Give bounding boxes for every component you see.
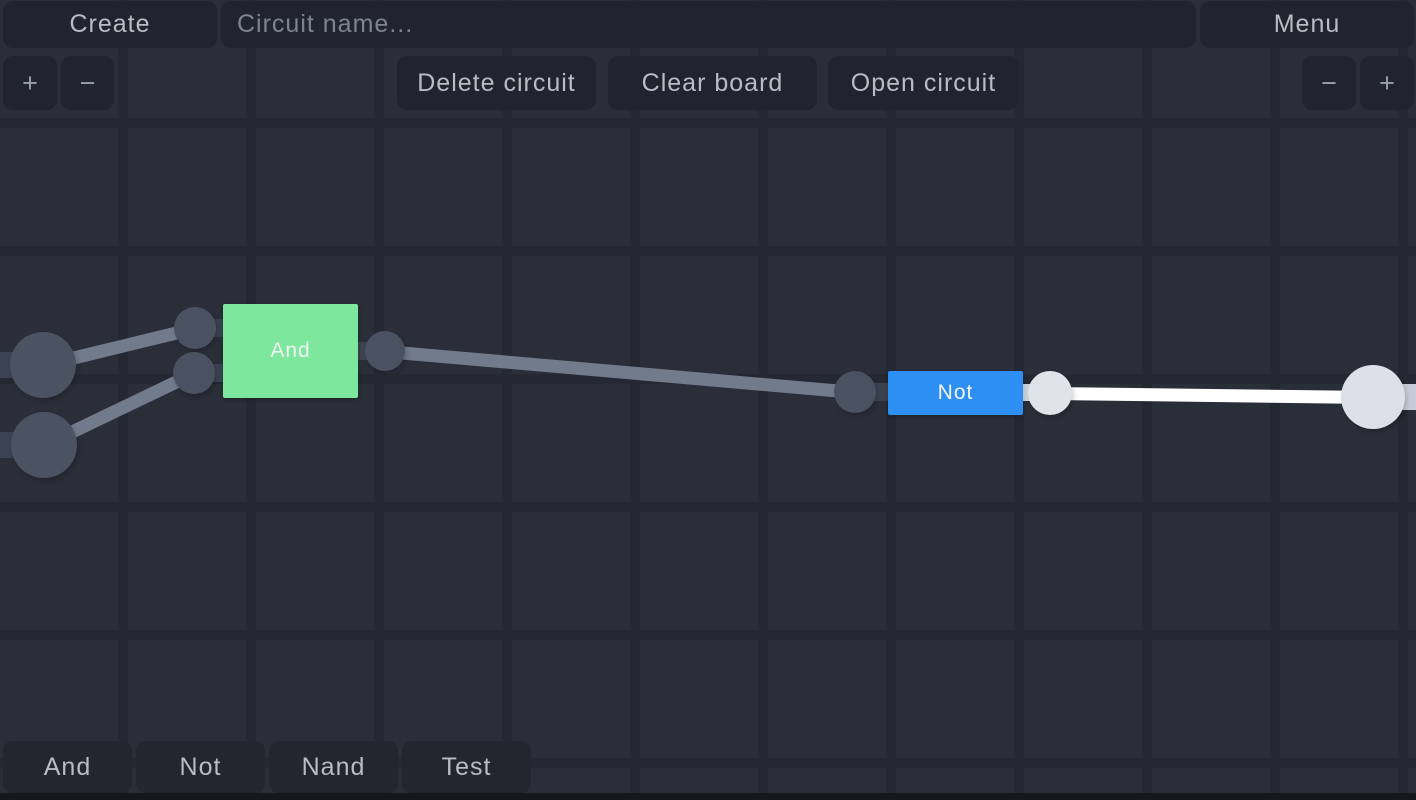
wire-active[interactable] [1049, 386, 1374, 404]
pin-node[interactable] [365, 331, 405, 371]
create-button[interactable]: Create [3, 1, 217, 48]
delete-circuit-button[interactable]: Delete circuit [397, 56, 596, 110]
zoom-in-button-left[interactable]: + [3, 56, 57, 110]
clear-board-button[interactable]: Clear board [608, 56, 817, 110]
bottom-divider [0, 793, 1416, 800]
input-node[interactable] [10, 332, 76, 398]
gate-and[interactable]: And [223, 304, 358, 398]
output-node[interactable] [1341, 365, 1405, 429]
zoom-out-button-right[interactable]: − [1302, 56, 1356, 110]
palette-item-and[interactable]: And [3, 741, 132, 793]
wire[interactable] [384, 344, 856, 399]
pin-node[interactable] [173, 352, 215, 394]
palette-item-nand[interactable]: Nand [269, 741, 398, 793]
palette-item-not[interactable]: Not [136, 741, 265, 793]
pin-node[interactable] [174, 307, 216, 349]
circuit-name-input[interactable] [221, 1, 1196, 48]
open-circuit-button[interactable]: Open circuit [828, 56, 1019, 110]
menu-button[interactable]: Menu [1200, 1, 1414, 48]
pin-node[interactable] [834, 371, 876, 413]
palette-item-test[interactable]: Test [402, 741, 531, 793]
gate-not[interactable]: Not [888, 371, 1023, 415]
zoom-out-button-left[interactable]: − [61, 56, 114, 110]
pin-node-active[interactable] [1028, 371, 1072, 415]
input-node[interactable] [11, 412, 77, 478]
zoom-in-button-right[interactable]: + [1360, 56, 1414, 110]
